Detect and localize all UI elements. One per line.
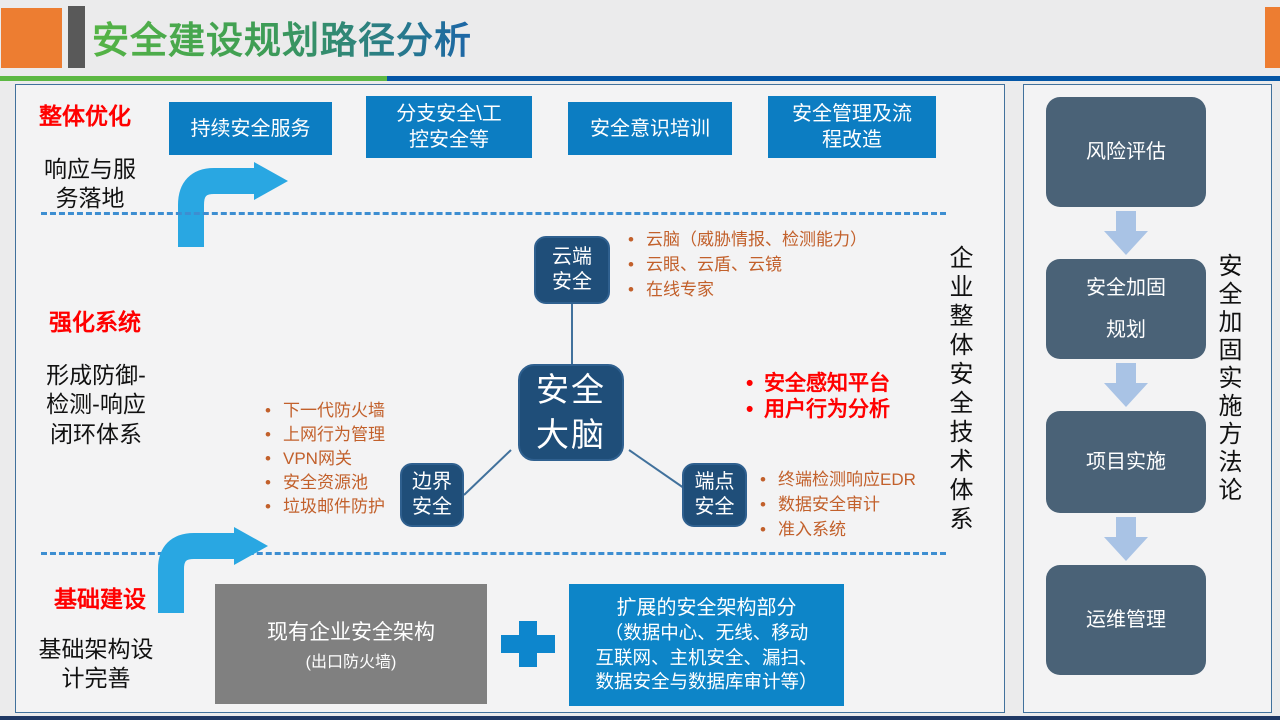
- list-item: 数据安全审计: [758, 492, 916, 517]
- node-security-brain: 安全 大脑: [518, 364, 624, 461]
- node-endpoint-security: 端点 安全: [682, 463, 747, 527]
- stage-desc-foundation-design: 基础架构设 计完善: [38, 636, 154, 692]
- existing-architecture-title: 现有企业安全架构: [267, 621, 435, 644]
- node-border-security: 边界 安全: [400, 463, 464, 527]
- existing-architecture-subtitle: (出口防火墙): [305, 654, 397, 671]
- expanded-architecture-detail: （数据中心、无线、移动 互联网、主机安全、漏扫、 数据安全与数据库审计等）: [595, 622, 818, 693]
- curved-up-arrow-icon: [158, 527, 268, 613]
- divider-blue-segment: [387, 76, 1280, 81]
- flow-box-hardening-plan: 安全加固 规划: [1046, 259, 1206, 359]
- topic-box-branch-ot-security: 分支安全\工 控安全等: [366, 96, 532, 158]
- list-item: 终端检测响应EDR: [758, 467, 916, 492]
- down-arrow-icon: [1104, 363, 1148, 407]
- plus-icon: [501, 621, 555, 667]
- curved-up-arrow-icon: [178, 162, 288, 247]
- stage-label-strengthen-system: 强化系统: [49, 309, 141, 335]
- topic-box-label: 安全管理及流 程改造: [792, 103, 912, 151]
- expanded-architecture-title: 扩展的安全架构部分: [616, 597, 797, 620]
- existing-architecture-box: 现有企业安全架构 (出口防火墙): [215, 584, 487, 704]
- connector-cloud-to-brain: [571, 304, 573, 365]
- list-item: 上网行为管理: [263, 423, 385, 447]
- flow-box-project-implementation: 项目实施: [1046, 411, 1206, 513]
- down-arrow-icon: [1104, 211, 1148, 255]
- list-item: 云脑（威胁情报、检测能力）: [626, 227, 867, 252]
- topic-box-label: 持续安全服务: [190, 117, 311, 140]
- dashed-separator-top: [41, 212, 946, 215]
- header-gray-bar: [68, 6, 85, 68]
- endpoint-bullet-list: 终端检测响应EDR 数据安全审计 准入系统: [758, 467, 916, 542]
- list-item: 下一代防火墙: [263, 399, 385, 423]
- dashed-separator-bottom: [41, 552, 946, 555]
- list-item: 准入系统: [758, 517, 916, 542]
- header-orange-square: [1, 8, 62, 68]
- platform-bullet-list: 安全感知平台 用户行为分析: [744, 371, 890, 423]
- stage-label-overall-optimization: 整体优化: [39, 103, 131, 129]
- topic-box-continuous-security-service: 持续安全服务: [169, 102, 332, 155]
- main-diagram-panel: 整体优化 持续安全服务 分支安全\工 控安全等 安全意识培训 安全管理及流 程改…: [15, 84, 1005, 713]
- flow-box-ops-management: 运维管理: [1046, 565, 1206, 675]
- list-item: 用户行为分析: [744, 397, 890, 423]
- down-arrow-icon: [1104, 517, 1148, 561]
- list-item: 在线专家: [626, 277, 867, 302]
- topic-box-label: 分支安全\工 控安全等: [396, 103, 502, 151]
- header-orange-strip-right: [1265, 7, 1280, 68]
- cloud-bullet-list: 云脑（威胁情报、检测能力） 云眼、云盾、云镜 在线专家: [626, 227, 867, 302]
- stage-desc-defense-loop: 形成防御- 检测-响应 闭环体系: [46, 362, 146, 447]
- topic-box-awareness-training: 安全意识培训: [568, 102, 732, 155]
- topic-box-label: 安全意识培训: [590, 117, 710, 140]
- expanded-architecture-box: 扩展的安全架构部分 （数据中心、无线、移动 互联网、主机安全、漏扫、 数据安全与…: [569, 584, 844, 706]
- list-item: 安全资源池: [263, 471, 385, 495]
- topic-box-management-process: 安全管理及流 程改造: [768, 96, 936, 158]
- list-item: 垃圾邮件防护: [263, 495, 385, 519]
- node-cloud-security: 云端 安全: [534, 236, 610, 304]
- stage-desc-response-service: 响应与服 务落地: [44, 156, 136, 212]
- list-item: VPN网关: [263, 447, 385, 471]
- list-item: 安全感知平台: [744, 371, 890, 397]
- bottom-navy-bar: [0, 716, 1280, 720]
- vertical-label-enterprise-tech-system: 企业整体安全技术体系: [945, 245, 972, 535]
- methodology-panel: 风险评估 安全加固 规划 项目实施 运维管理 安全加固实施方法论: [1023, 84, 1272, 713]
- vertical-label-hardening-methodology: 安全加固实施方法论: [1214, 253, 1241, 505]
- border-bullet-list: 下一代防火墙 上网行为管理 VPN网关 安全资源池 垃圾邮件防护: [263, 399, 385, 519]
- page-title: 安全建设规划路径分析: [92, 10, 472, 64]
- divider-green-segment: [0, 76, 387, 81]
- flow-box-risk-assessment: 风险评估: [1046, 97, 1206, 207]
- stage-label-foundation: 基础建设: [54, 586, 146, 612]
- list-item: 云眼、云盾、云镜: [626, 252, 867, 277]
